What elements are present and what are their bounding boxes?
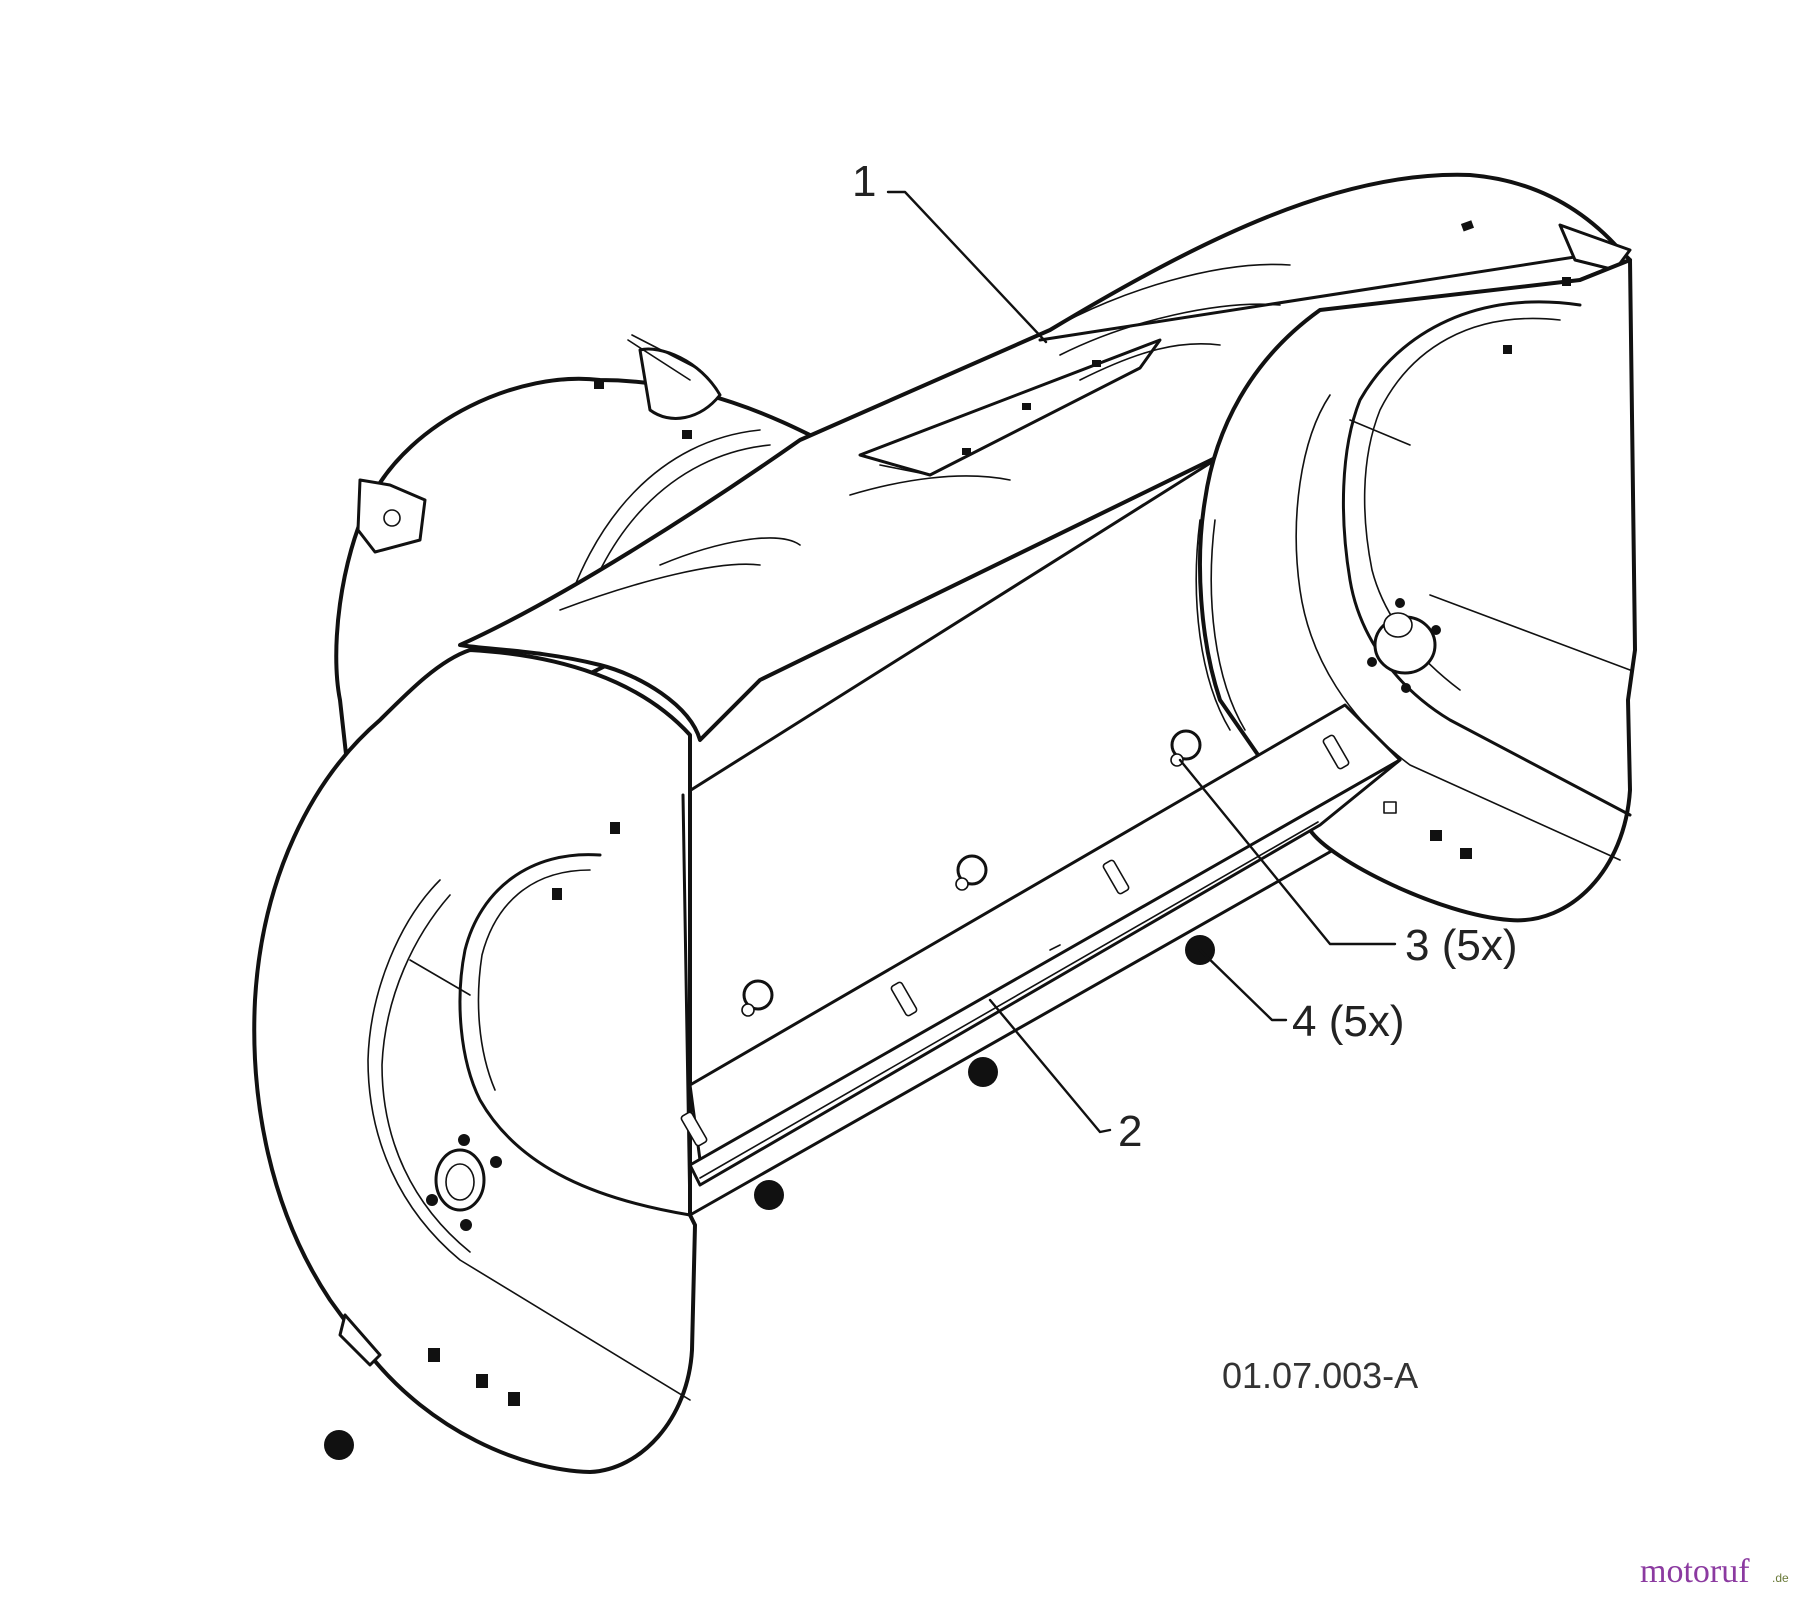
callout-4: 4 (5x) xyxy=(1292,997,1404,1046)
carriage-bolts xyxy=(741,729,1202,1017)
scraper-bar xyxy=(680,703,1402,1187)
carriage-bolt xyxy=(741,979,774,1017)
callout-3: 3 (5x) xyxy=(1405,921,1517,970)
left-housing xyxy=(252,648,697,1474)
hex-nut xyxy=(324,1430,354,1460)
watermark-logo: motoruf .de xyxy=(1640,1553,1789,1590)
hex-nut xyxy=(754,1180,784,1210)
carriage-bolt xyxy=(1170,729,1202,767)
watermark-text: motoruf xyxy=(1640,1553,1750,1590)
leader-lines xyxy=(886,190,1397,1134)
carriage-bolt xyxy=(955,854,988,891)
callout-2: 2 xyxy=(1118,1107,1142,1156)
hex-nut xyxy=(968,1057,998,1087)
drawing-code: 01.07.003-A xyxy=(1222,1355,1418,1396)
watermark-suffix: .de xyxy=(1772,1571,1789,1585)
callout-1: 1 xyxy=(852,157,876,206)
